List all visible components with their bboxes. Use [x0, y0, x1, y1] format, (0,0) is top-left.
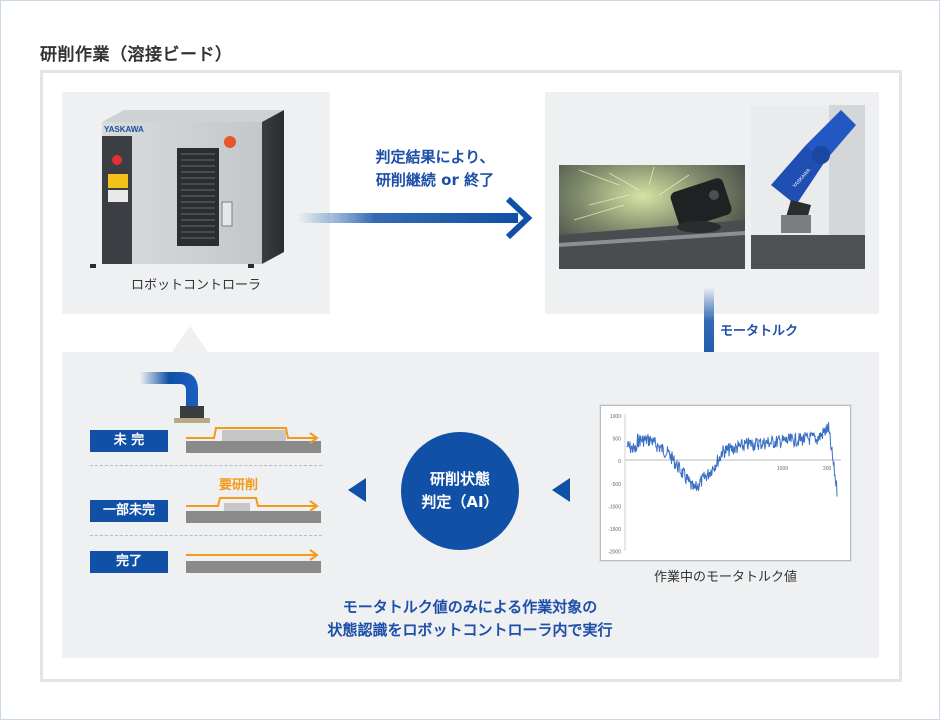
torque-series-line [626, 421, 838, 497]
x-tick-label: 200 [823, 466, 832, 472]
state-label-complete: 完了 [90, 551, 168, 573]
bottom-description-line2: 状態認識をロボットコントローラ内で実行 [327, 621, 613, 639]
ai-judgement-circle: 研削状態 判定（AI） [401, 432, 519, 550]
bottom-description-line1: モータトルク値のみによる作業対象の [342, 598, 598, 616]
weld-bead-full [222, 430, 286, 441]
state-label-incomplete: 未 完 [90, 430, 168, 452]
x-tick-label: 1500 [777, 466, 788, 472]
y-tick-label: 500 [613, 437, 622, 443]
y-tick-label: -500 [611, 482, 621, 488]
y-tick-label: 0 [618, 459, 621, 465]
feedback-label-line1: 判定結果により、 [375, 148, 495, 166]
y-tick-label: -1500 [608, 527, 621, 533]
arrow-to-grinding [298, 196, 533, 240]
graph-caption: 作業中のモータトルク値 [653, 570, 797, 585]
torque-graph-plot: 1000 500 0 -500 -1000 -1500 -2000 1500 200 [608, 414, 841, 556]
motor-torque-label: モータトルク [720, 324, 799, 339]
y-tick-label: -1000 [608, 504, 621, 510]
grind-path-arrow-3 [186, 549, 319, 561]
needs-grinding-label: 要研削 [219, 478, 259, 493]
state-divider-1 [90, 465, 322, 466]
page-title: 研削作業（溶接ビード） [40, 45, 233, 65]
workpiece-plate-2 [186, 511, 321, 523]
ai-circle-line1: 研削状態 [429, 470, 490, 488]
state-label-partial: 一部未完 [90, 500, 168, 522]
grind-path-arrow-1 [186, 427, 319, 444]
bottom-description: モータトルク値のみによる作業対象の 状態認識をロボットコントローラ内で実行 [260, 596, 680, 642]
ai-circle-line2: 判定（AI） [421, 493, 499, 511]
controller-caption: ロボットコントローラ [130, 278, 261, 293]
weld-bead-partial [224, 503, 250, 511]
grinder-tool-icon [140, 372, 210, 423]
y-tick-label: 1000 [610, 414, 621, 420]
workpiece-plate-3 [186, 561, 321, 573]
robot-arm-photo: YASKAWA [751, 105, 865, 269]
controller-brand-logo: YASKAWA [104, 125, 144, 134]
arrow-to-states [348, 478, 366, 502]
grind-path-arrow-2 [186, 497, 319, 512]
feedback-label: 判定結果により、 研削継続 or 終了 [330, 146, 540, 192]
state-divider-2 [90, 535, 322, 536]
feedback-label-line2: 研削継続 or 終了 [375, 171, 495, 189]
y-tick-label: -2000 [608, 550, 621, 556]
workpiece-plate-1 [186, 441, 321, 453]
arrow-to-ai [552, 478, 570, 502]
controller-illustration: YASKAWA [90, 110, 284, 268]
torque-graph: 1000 500 0 -500 -1000 -1500 -2000 1500 200 [600, 405, 851, 561]
grinding-closeup-photo [559, 165, 745, 269]
panel-pointer [172, 326, 208, 352]
